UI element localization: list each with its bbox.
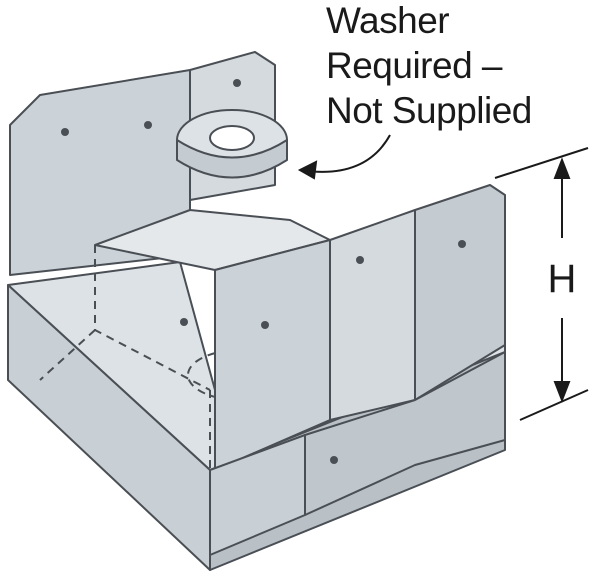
hole xyxy=(458,240,466,248)
right-front-plate xyxy=(329,209,416,421)
hole xyxy=(61,128,69,136)
hole xyxy=(144,121,152,129)
dim-extension-bottom xyxy=(519,389,589,421)
leader-arrowhead xyxy=(297,160,318,180)
dimension-h xyxy=(494,147,589,421)
right-outer-plate xyxy=(414,184,506,401)
hole xyxy=(233,79,241,87)
dim-arrow-bottom xyxy=(553,381,571,403)
washer-side xyxy=(176,139,288,179)
post-base-bracket xyxy=(7,51,506,571)
hidden-edges xyxy=(39,245,211,470)
callout-leader xyxy=(297,134,391,180)
bottom-strap-right xyxy=(304,351,506,516)
hole xyxy=(356,256,364,264)
fastener-holes xyxy=(61,79,466,464)
dim-extension-top xyxy=(494,147,589,179)
dimension-label: H xyxy=(548,257,577,301)
callout-line-1: Washer xyxy=(326,0,450,41)
hole xyxy=(330,456,338,464)
callout-line-3: Not Supplied xyxy=(326,90,532,131)
callout-line-2: Required – xyxy=(326,45,503,86)
dim-arrow-top xyxy=(553,157,571,179)
hole xyxy=(180,318,188,326)
washer-hole xyxy=(209,125,255,151)
hole xyxy=(261,321,269,329)
